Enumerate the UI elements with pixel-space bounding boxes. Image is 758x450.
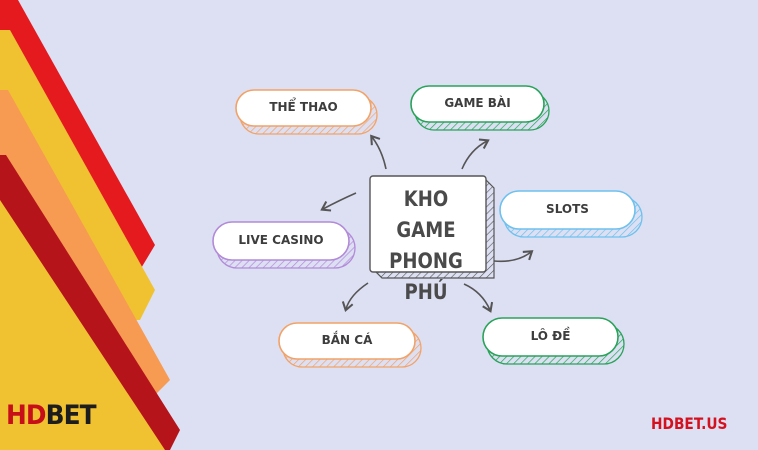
arrow-to-lo-de [463, 283, 494, 313]
node-label-ban-ca: BẮN CÁ [321, 333, 373, 347]
node-label-lo-de: LÔ ĐỀ [530, 329, 571, 343]
node-slots [499, 190, 643, 238]
center-node-label: KHO GAME PHONG PHÚ [374, 184, 477, 308]
site-url: HDBET.US [651, 414, 728, 433]
arrow-to-live-casino [320, 192, 357, 212]
node-game-bai [410, 85, 550, 131]
arrow-to-ban-ca [341, 282, 369, 313]
center-node [369, 175, 495, 279]
logo-hd: HD [6, 400, 46, 431]
node-lo-de [482, 317, 625, 365]
node-label-the-thao: THỂ THAO [269, 100, 338, 114]
node-label-game-bai: GAME BÀI [444, 96, 511, 110]
center-label-line2: PHONG PHÚ [389, 249, 463, 304]
node-the-thao [235, 89, 378, 135]
arrow-to-the-thao [370, 134, 387, 170]
node-ban-ca [278, 322, 422, 368]
stripe-yellow-bottom [0, 200, 165, 450]
center-label-line1: KHO GAME [396, 187, 456, 242]
node-label-live-casino: LIVE CASINO [238, 233, 324, 247]
arrow-to-slots [493, 250, 534, 263]
node-live-casino [212, 221, 356, 269]
logo-bet: BET [45, 400, 97, 431]
node-label-slots: SLOTS [546, 202, 589, 216]
hdbet-logo: HDBET [6, 400, 97, 431]
center-node-box [369, 175, 487, 273]
arrow-to-game-bai [461, 138, 490, 170]
